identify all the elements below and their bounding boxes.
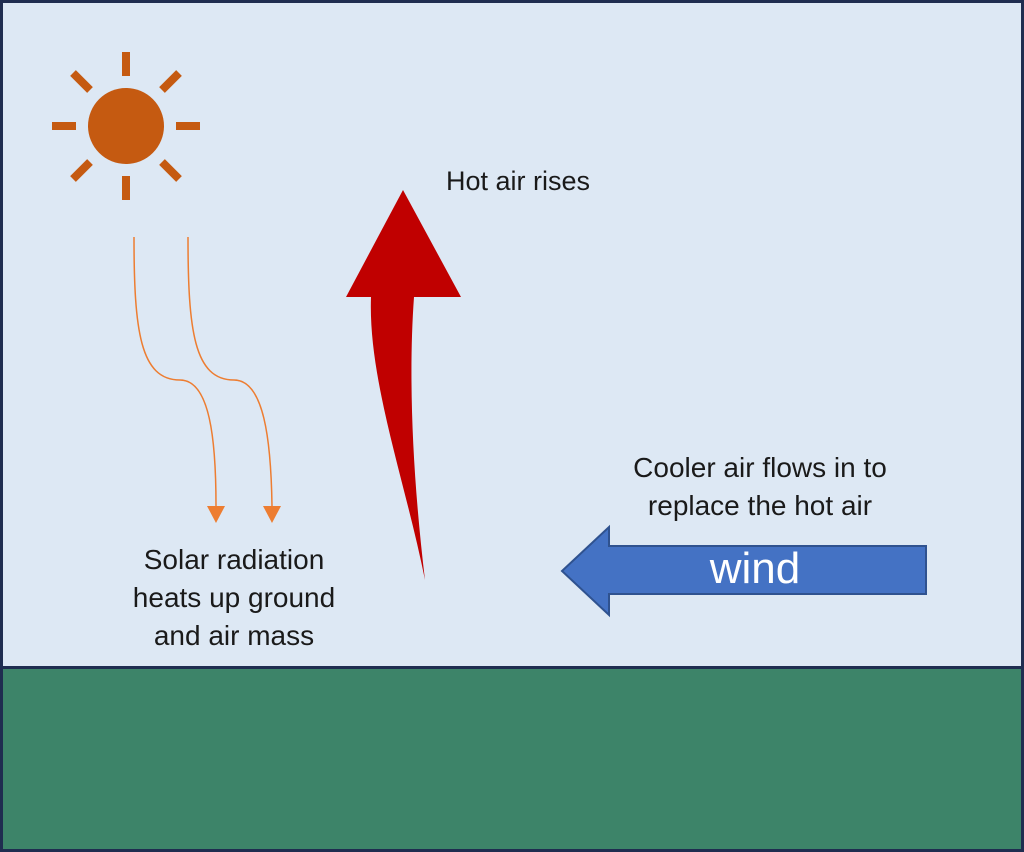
hot-air-rises-label: Hot air rises: [445, 166, 591, 196]
cooler-air-line-1: Cooler air flows in to: [633, 452, 887, 483]
solar-ray-left: [133, 236, 217, 507]
ground: [1, 667, 1023, 851]
solar-radiation-line-3: and air mass: [153, 620, 315, 651]
solar-radiation-line-2: heats up ground: [132, 582, 336, 613]
left-arrow-icon: [560, 524, 927, 618]
wind-label: wind: [709, 544, 801, 593]
solar-ray-left-head: [207, 506, 225, 523]
solar-rays: [133, 236, 281, 523]
upward-arrow-icon: [346, 190, 461, 580]
solar-radiation-label: Solar radiation heats up ground and air …: [96, 546, 372, 660]
solar-ray-right-head: [263, 506, 281, 523]
cooler-air-label: Cooler air flows in to replace the hot a…: [590, 454, 930, 530]
solar-ray-right: [187, 236, 273, 507]
solar-radiation-line-1: Solar radiation: [143, 544, 325, 575]
sun-icon: [52, 52, 200, 200]
cooler-air-line-2: replace the hot air: [647, 490, 873, 521]
